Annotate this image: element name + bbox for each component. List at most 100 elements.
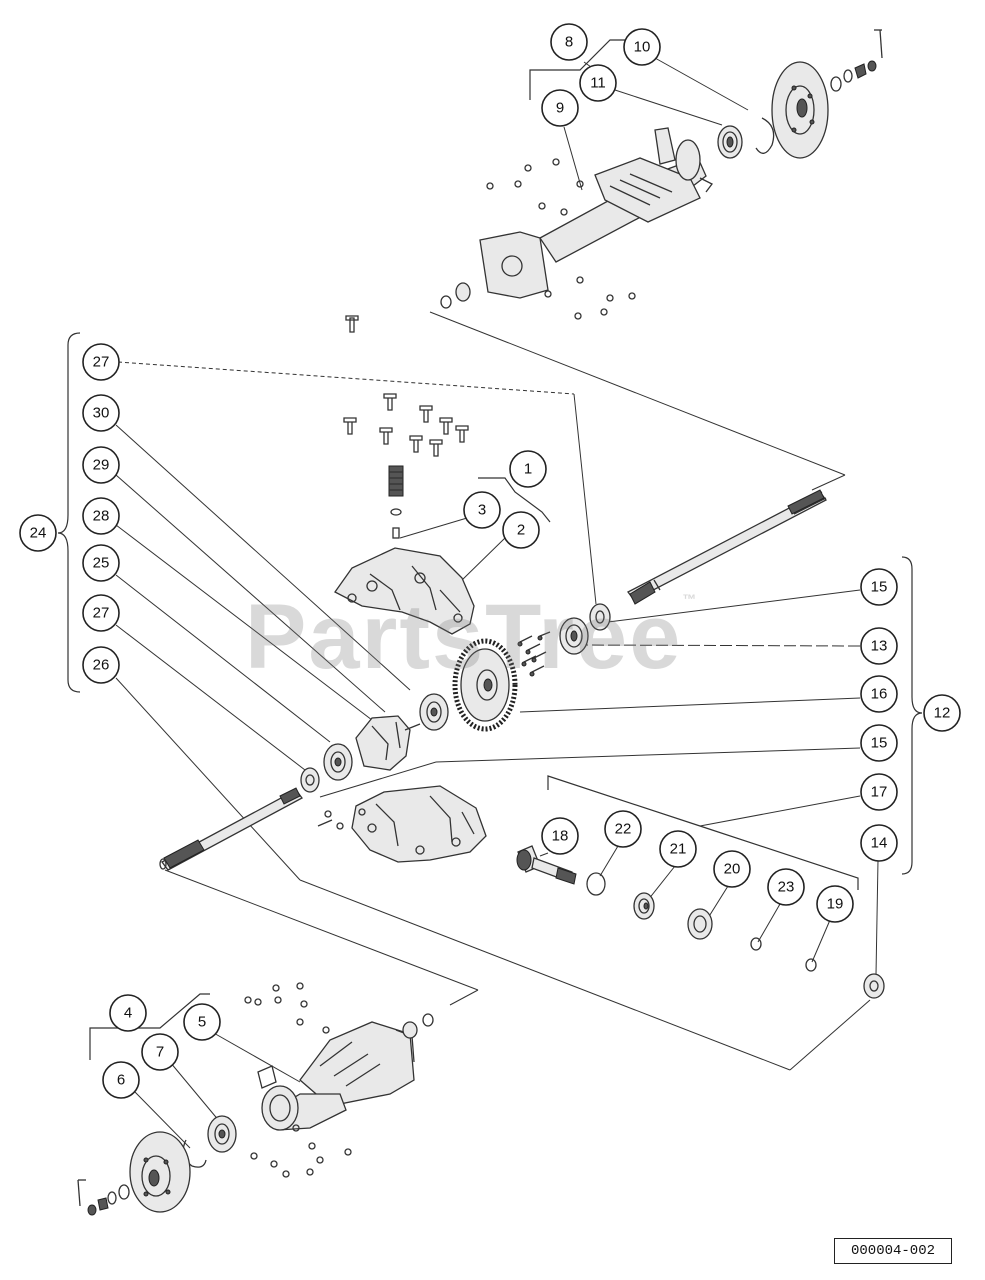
- washer-14: [863, 973, 885, 999]
- svg-text:20: 20: [724, 861, 741, 878]
- callout-10: 10: [623, 28, 661, 66]
- top-case-bolts: [343, 315, 469, 457]
- upper-brake-disc-hub: [771, 61, 829, 159]
- svg-text:21: 21: [670, 841, 687, 858]
- upper-snap-ring-10: [755, 117, 775, 154]
- callout-9: 9: [541, 89, 579, 127]
- upper-case-half-2: [334, 547, 475, 635]
- callout-27-top: 27: [82, 343, 120, 381]
- breather-vent-3: [388, 465, 404, 539]
- bearing-30: [419, 693, 449, 731]
- svg-text:6: 6: [117, 1072, 125, 1089]
- ring-gear-bolts-13: [517, 631, 551, 677]
- callout-25: 25: [82, 544, 120, 582]
- svg-text:29: 29: [93, 457, 110, 474]
- callout-26: 26: [82, 646, 120, 684]
- left-axle-shaft-26: [159, 787, 303, 871]
- group-bracket-24: [57, 332, 81, 693]
- bearing-21: [633, 892, 655, 920]
- lower-case-half-17: [317, 785, 487, 863]
- input-shaft-18: [516, 845, 577, 885]
- snap-ring-23: [750, 937, 762, 951]
- callout-5: 5: [183, 1003, 221, 1041]
- group-bracket-8: [529, 39, 640, 100]
- callout-28: 28: [82, 497, 120, 535]
- upper-bearing-11: [717, 125, 743, 159]
- bearing-25: [323, 743, 353, 781]
- lower-housing-fasteners: [244, 982, 352, 1178]
- svg-text:10: 10: [634, 39, 651, 56]
- callout-8: 8: [550, 23, 588, 61]
- callout-7: 7: [141, 1033, 179, 1071]
- group-bracket-1: [478, 477, 551, 523]
- thrust-washer-27-upper: [589, 603, 611, 631]
- svg-text:8: 8: [565, 34, 573, 51]
- svg-text:23: 23: [778, 879, 795, 896]
- svg-text:17: 17: [871, 784, 888, 801]
- lower-hub-hardware: [77, 1179, 130, 1216]
- svg-text:9: 9: [556, 100, 564, 117]
- group-bracket-12: [901, 556, 923, 875]
- callout-11: 11: [579, 64, 617, 102]
- bearing-15-upper: [559, 617, 589, 655]
- svg-text:19: 19: [827, 896, 844, 913]
- svg-text:3: 3: [478, 502, 486, 519]
- svg-text:11: 11: [590, 75, 606, 92]
- callout-16: 16: [860, 675, 898, 713]
- ring-gear-16: [452, 638, 518, 732]
- seal-20: [687, 908, 713, 940]
- svg-text:13: 13: [871, 638, 888, 655]
- svg-text:5: 5: [198, 1014, 206, 1031]
- callout-29: 29: [82, 446, 120, 484]
- svg-text:28: 28: [93, 508, 110, 525]
- callout-13: 13: [860, 627, 898, 665]
- callout-19: 19: [816, 885, 854, 923]
- lower-brake-disc-hub-6: [129, 1131, 191, 1213]
- o-ring-22: [586, 872, 606, 896]
- callout-23: 23: [767, 868, 805, 906]
- svg-text:15: 15: [871, 735, 888, 752]
- diagram-reference-code: 000004-002: [834, 1238, 952, 1264]
- lower-axle-housing-5: [257, 1021, 415, 1131]
- callout-18: 18: [541, 817, 579, 855]
- callout-1: 1: [509, 450, 547, 488]
- svg-text:27: 27: [93, 605, 110, 622]
- callout-15-top: 15: [860, 568, 898, 606]
- svg-text:15: 15: [871, 579, 888, 596]
- svg-text:1: 1: [524, 461, 532, 478]
- svg-text:2: 2: [517, 522, 525, 539]
- svg-text:26: 26: [93, 657, 110, 674]
- callout-4: 4: [109, 994, 147, 1032]
- svg-text:25: 25: [93, 555, 110, 572]
- callout-24: 24: [19, 514, 57, 552]
- watermark-text: PartsTree: [245, 586, 683, 688]
- callout-2: 2: [502, 511, 540, 549]
- svg-text:4: 4: [124, 1005, 132, 1022]
- callout-21: 21: [659, 830, 697, 868]
- leader-lines: [115, 57, 879, 1149]
- upper-housing-fasteners: [486, 158, 636, 320]
- callout-12: 12: [923, 694, 961, 732]
- svg-text:14: 14: [871, 835, 888, 852]
- svg-text:18: 18: [552, 828, 569, 845]
- lower-seal-rings: [402, 1013, 434, 1039]
- upper-axle-housing: [479, 127, 713, 299]
- callout-6: 6: [102, 1061, 140, 1099]
- callout-22: 22: [604, 810, 642, 848]
- differential-case-28: [355, 715, 421, 771]
- upper-seal: [440, 282, 471, 309]
- svg-text:22: 22: [615, 821, 632, 838]
- right-axle-shaft: [627, 489, 827, 605]
- callout-20: 20: [713, 850, 751, 888]
- partstree-watermark: PartsTree™: [245, 585, 698, 690]
- lower-bearing-7: [207, 1115, 237, 1153]
- svg-text:24: 24: [30, 525, 47, 542]
- callout-15-bottom: 15: [860, 724, 898, 762]
- callout-17: 17: [860, 773, 898, 811]
- thrust-washer-27-lower: [300, 767, 320, 793]
- group-bracket-4: [89, 993, 210, 1060]
- snap-ring-19: [805, 958, 817, 972]
- upper-hub-hardware: [830, 29, 883, 92]
- svg-text:16: 16: [871, 686, 888, 703]
